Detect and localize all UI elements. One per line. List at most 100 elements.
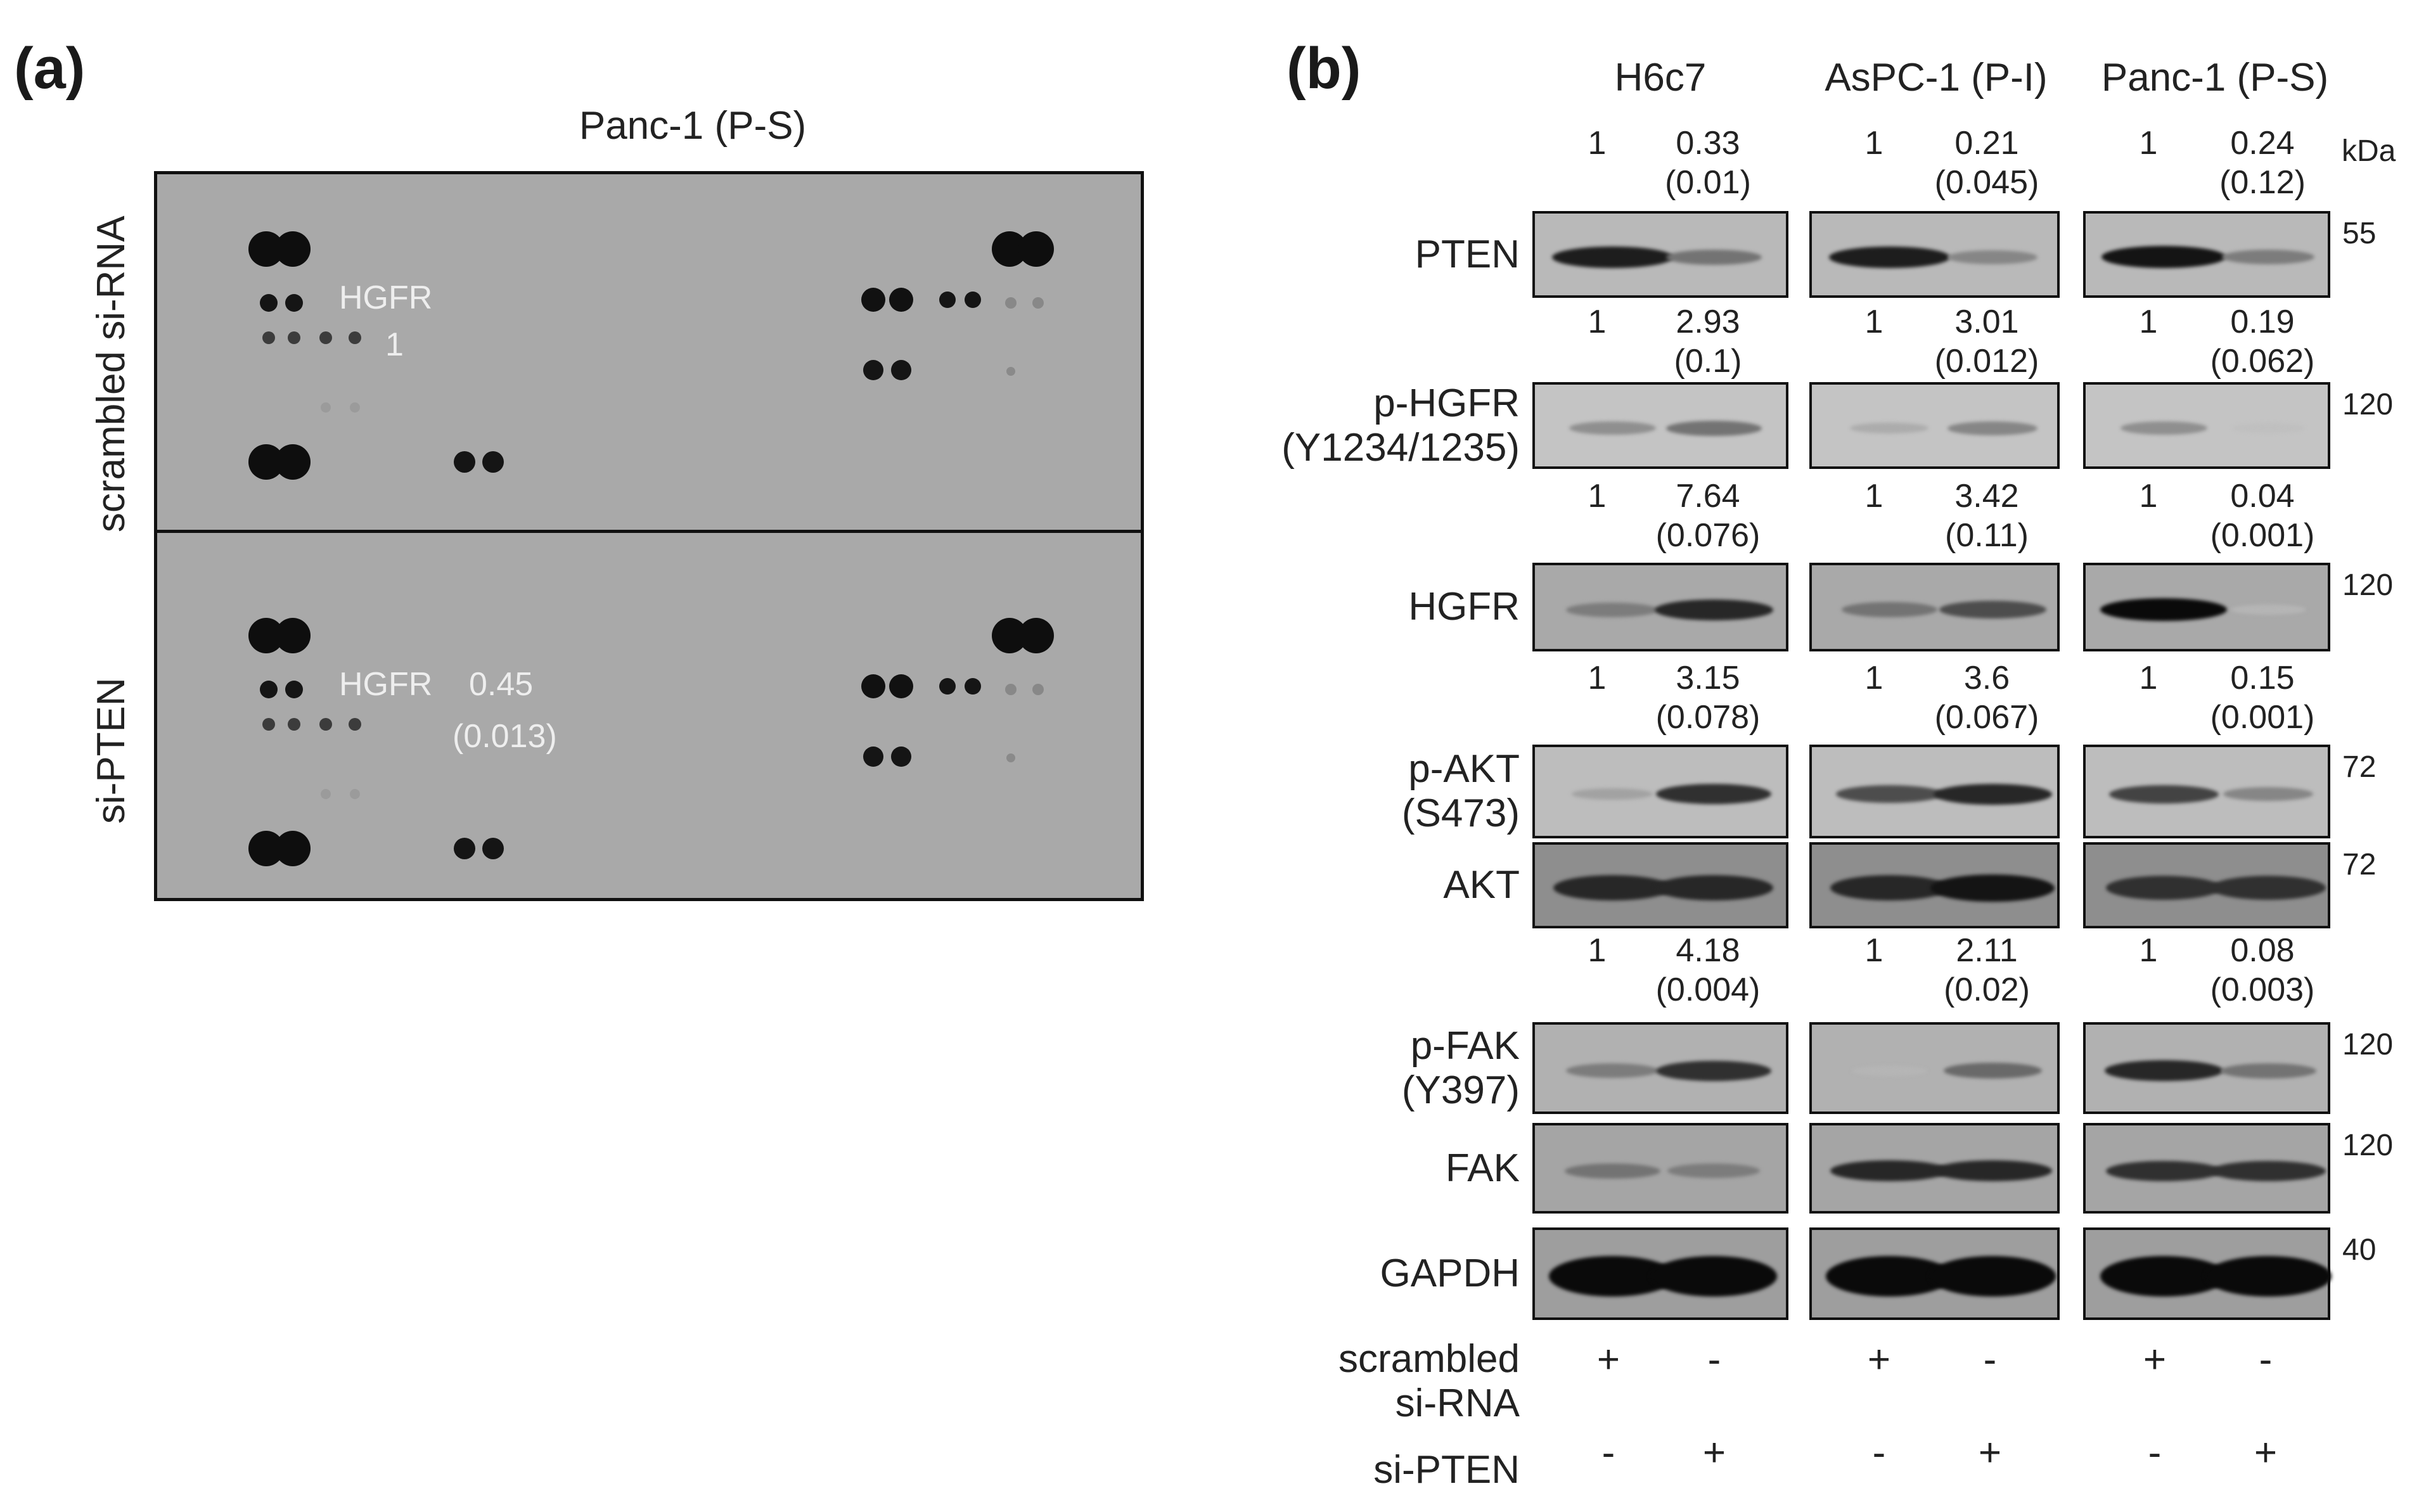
blot-band [1830, 1160, 1949, 1181]
blot-protein-label-line: p-HGFR [1373, 381, 1520, 425]
array-hgfr-value-top: 1 [385, 326, 404, 363]
treatment-sign: - [2259, 1338, 2273, 1381]
array-spot [288, 331, 300, 344]
quant-ratio-control: 1 [1864, 478, 1883, 515]
array-spot [482, 838, 504, 859]
treatment-sign: + [1596, 1338, 1620, 1381]
blot-protein-label: p-AKT(S473) [1402, 747, 1520, 836]
blot-band [2106, 1160, 2221, 1181]
quant-pvalue: (0.003) [2210, 971, 2315, 1008]
array-spot [1006, 367, 1015, 376]
array-spot [861, 288, 885, 312]
array-spot [262, 331, 275, 344]
blot-band [1566, 1063, 1659, 1078]
blot-protein-label-line: (S473) [1401, 791, 1520, 835]
blot-protein-label: HGFR [1408, 585, 1520, 629]
array-spot [275, 231, 311, 267]
quant-ratio-treated: 0.08 [2230, 932, 2295, 969]
blot-kda: 55 [2342, 217, 2377, 250]
array-hgfr-value-bottom: 0.45 [469, 666, 534, 703]
blot-band [1564, 1163, 1660, 1179]
quant-ratio-treated: 2.11 [1956, 932, 2018, 969]
blot-protein-label-line: (Y1234/1235) [1281, 425, 1520, 470]
treatment-sign: - [1707, 1338, 1721, 1381]
blot-band [2223, 787, 2313, 801]
blot-panel [2083, 563, 2330, 651]
quant-ratio-treated: 0.19 [2230, 304, 2295, 340]
array-row-label-si-pten: si-PTEN [89, 677, 133, 824]
array-spot [285, 681, 303, 698]
blot-band [2108, 785, 2219, 804]
blot-panel [1532, 211, 1788, 298]
quant-ratio-treated: 3.01 [1954, 304, 2019, 340]
array-spot [321, 789, 331, 799]
blot-band [2104, 1060, 2223, 1081]
quant-pvalue: (0.12) [2219, 164, 2306, 201]
blot-panel [1809, 745, 2060, 838]
blot-band [2210, 876, 2326, 900]
treatment-sign: - [2148, 1431, 2162, 1475]
blot-panel [1809, 1123, 2060, 1214]
array-spot [863, 360, 883, 380]
blot-panel [2083, 745, 2330, 838]
blot-band [1551, 246, 1673, 268]
blot-kda: 40 [2342, 1233, 2377, 1267]
treatment-label-line: scrambled [1338, 1337, 1520, 1381]
quant-ratio-control: 1 [2139, 660, 2158, 696]
treatment-label-line: si-PTEN [1373, 1448, 1520, 1492]
blot-band [1939, 601, 2046, 618]
array-spot [288, 718, 300, 731]
quant-ratio-treated: 0.33 [1676, 125, 1740, 162]
array-hgfr-label-top: HGFR [339, 279, 433, 316]
quant-pvalue: (0.078) [1655, 699, 1761, 736]
treatment-label: si-PTEN [1373, 1448, 1520, 1492]
blot-band [1947, 421, 2037, 435]
quant-ratio-treated: 4.18 [1676, 932, 1740, 969]
quant-pvalue: (0.001) [2210, 517, 2315, 554]
blot-panel [1532, 842, 1788, 928]
array-spot [285, 294, 303, 312]
blot-band [1841, 602, 1937, 617]
blot-band [1654, 875, 1773, 900]
array-spot [889, 674, 913, 698]
array-divider [157, 530, 1141, 533]
quant-ratio-control: 1 [1588, 125, 1607, 162]
array-spot [454, 451, 475, 473]
blot-band [1656, 1060, 1771, 1081]
blot-panel [1809, 842, 2060, 928]
array-spot [350, 789, 360, 799]
array-spot [275, 618, 311, 653]
array-spot [889, 288, 913, 312]
array-spot [861, 674, 885, 698]
array-spot [1032, 297, 1044, 309]
blot-band [1569, 421, 1656, 435]
blot-band [1572, 788, 1653, 800]
blot-panel [1532, 1123, 1788, 1214]
array-spot [275, 444, 311, 480]
panel-a-label: (a) [14, 36, 86, 101]
blot-protein-label-line: FAK [1445, 1146, 1520, 1190]
blot-band [1933, 1160, 2052, 1181]
quant-ratio-control: 1 [2139, 478, 2158, 515]
array-spot [349, 718, 361, 731]
array-spot [454, 838, 475, 859]
quant-ratio-treated: 0.15 [2230, 660, 2295, 696]
quant-pvalue: (0.062) [2210, 343, 2315, 380]
kda-header: kDa [2342, 134, 2396, 168]
blot-panel [2083, 842, 2330, 928]
blot-band [2210, 1160, 2326, 1181]
blot-kda: 120 [2342, 568, 2394, 602]
quant-pvalue: (0.1) [1674, 343, 1742, 380]
array-spot [1005, 297, 1017, 309]
blot-band [1650, 1256, 1777, 1297]
array-spot [262, 718, 275, 731]
blot-band [2205, 1256, 2332, 1297]
quant-ratio-control: 1 [2139, 125, 2158, 162]
blot-panel [1809, 1022, 2060, 1114]
blot-band [1828, 246, 1950, 268]
array-spot [260, 681, 278, 698]
blot-band [2120, 421, 2207, 435]
blot-panel [1532, 1227, 1788, 1320]
blot-protein-label: PTEN [1415, 233, 1520, 277]
